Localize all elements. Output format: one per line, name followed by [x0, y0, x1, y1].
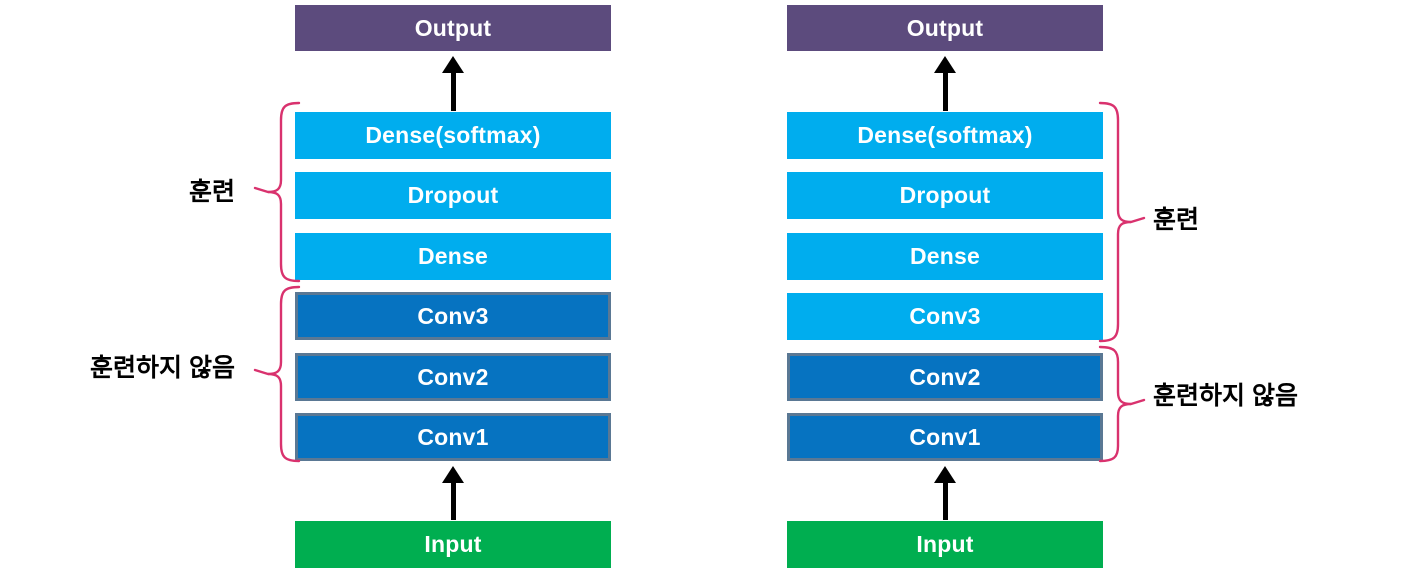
diagram-right: Output Dense(softmax) Dropout Dense Conv…: [713, 0, 1426, 579]
right-layer-dropout-label: Dropout: [899, 182, 991, 208]
right-group-label-frozen: 훈련하지 않음: [1153, 382, 1298, 410]
right-layer-output-label: Output: [906, 14, 984, 41]
left-layer-output[interactable]: Output: [295, 5, 611, 51]
left-layer-dense[interactable]: Dense: [295, 233, 611, 280]
right-layer-dense-softmax[interactable]: Dense(softmax): [787, 112, 1103, 159]
left-layer-conv1-label: Conv1: [417, 423, 489, 450]
right-layer-conv2-label: Conv2: [909, 363, 981, 390]
right-layer-conv1[interactable]: Conv1: [787, 413, 1103, 461]
left-arrow-dense-to-output: [442, 56, 464, 111]
left-group-label-train: 훈련: [188, 178, 235, 206]
diagram-left: Output Dense(softmax) Dropout Dense Conv…: [90, 5, 611, 568]
left-brace-frozen: [253, 284, 301, 464]
arrowhead-up-icon: [934, 466, 956, 483]
arrow-shaft: [451, 480, 456, 520]
left-layer-dense-softmax-label: Dense(softmax): [365, 122, 541, 148]
arrow-shaft: [451, 70, 456, 111]
left-layer-input-label: Input: [424, 531, 482, 557]
right-brace-train: [1098, 100, 1146, 344]
left-arrow-input-to-conv1: [442, 466, 464, 520]
left-layer-input[interactable]: Input: [295, 521, 611, 568]
left-layer-conv2[interactable]: Conv2: [295, 353, 611, 401]
right-layer-input[interactable]: Input: [787, 521, 1103, 568]
right-group-label-train: 훈련: [1153, 206, 1200, 234]
left-brace-train: [253, 100, 301, 284]
left-layer-conv2-label: Conv2: [417, 363, 489, 390]
right-layer-output[interactable]: Output: [787, 5, 1103, 51]
arrow-shaft: [943, 70, 948, 111]
left-layer-conv3-label: Conv3: [417, 302, 489, 329]
left-layer-conv3[interactable]: Conv3: [295, 292, 611, 340]
arrowhead-up-icon: [442, 466, 464, 483]
left-layer-dense-label: Dense: [417, 243, 489, 269]
left-layer-conv1[interactable]: Conv1: [295, 413, 611, 461]
right-layer-dense[interactable]: Dense: [787, 233, 1103, 280]
left-layer-output-label: Output: [414, 14, 492, 41]
left-layer-dropout[interactable]: Dropout: [295, 172, 611, 219]
right-layer-dropout[interactable]: Dropout: [787, 172, 1103, 219]
right-brace-frozen: [1098, 344, 1146, 464]
arrowhead-up-icon: [934, 56, 956, 73]
right-arrow-input-to-conv1: [934, 466, 956, 520]
arrowhead-up-icon: [442, 56, 464, 73]
left-group-label-frozen: 훈련하지 않음: [90, 354, 235, 382]
right-layer-conv1-label: Conv1: [909, 423, 981, 450]
right-layer-dense-softmax-label: Dense(softmax): [857, 122, 1033, 148]
right-layer-conv2[interactable]: Conv2: [787, 353, 1103, 401]
arrow-shaft: [943, 480, 948, 520]
right-layer-conv3[interactable]: Conv3: [787, 293, 1103, 340]
left-layer-dense-softmax[interactable]: Dense(softmax): [295, 112, 611, 159]
right-layer-dense-label: Dense: [909, 243, 981, 269]
left-layer-dropout-label: Dropout: [407, 182, 499, 208]
right-layer-conv3-label: Conv3: [909, 303, 981, 329]
right-arrow-dense-to-output: [934, 56, 956, 111]
right-layer-input-label: Input: [916, 531, 974, 557]
